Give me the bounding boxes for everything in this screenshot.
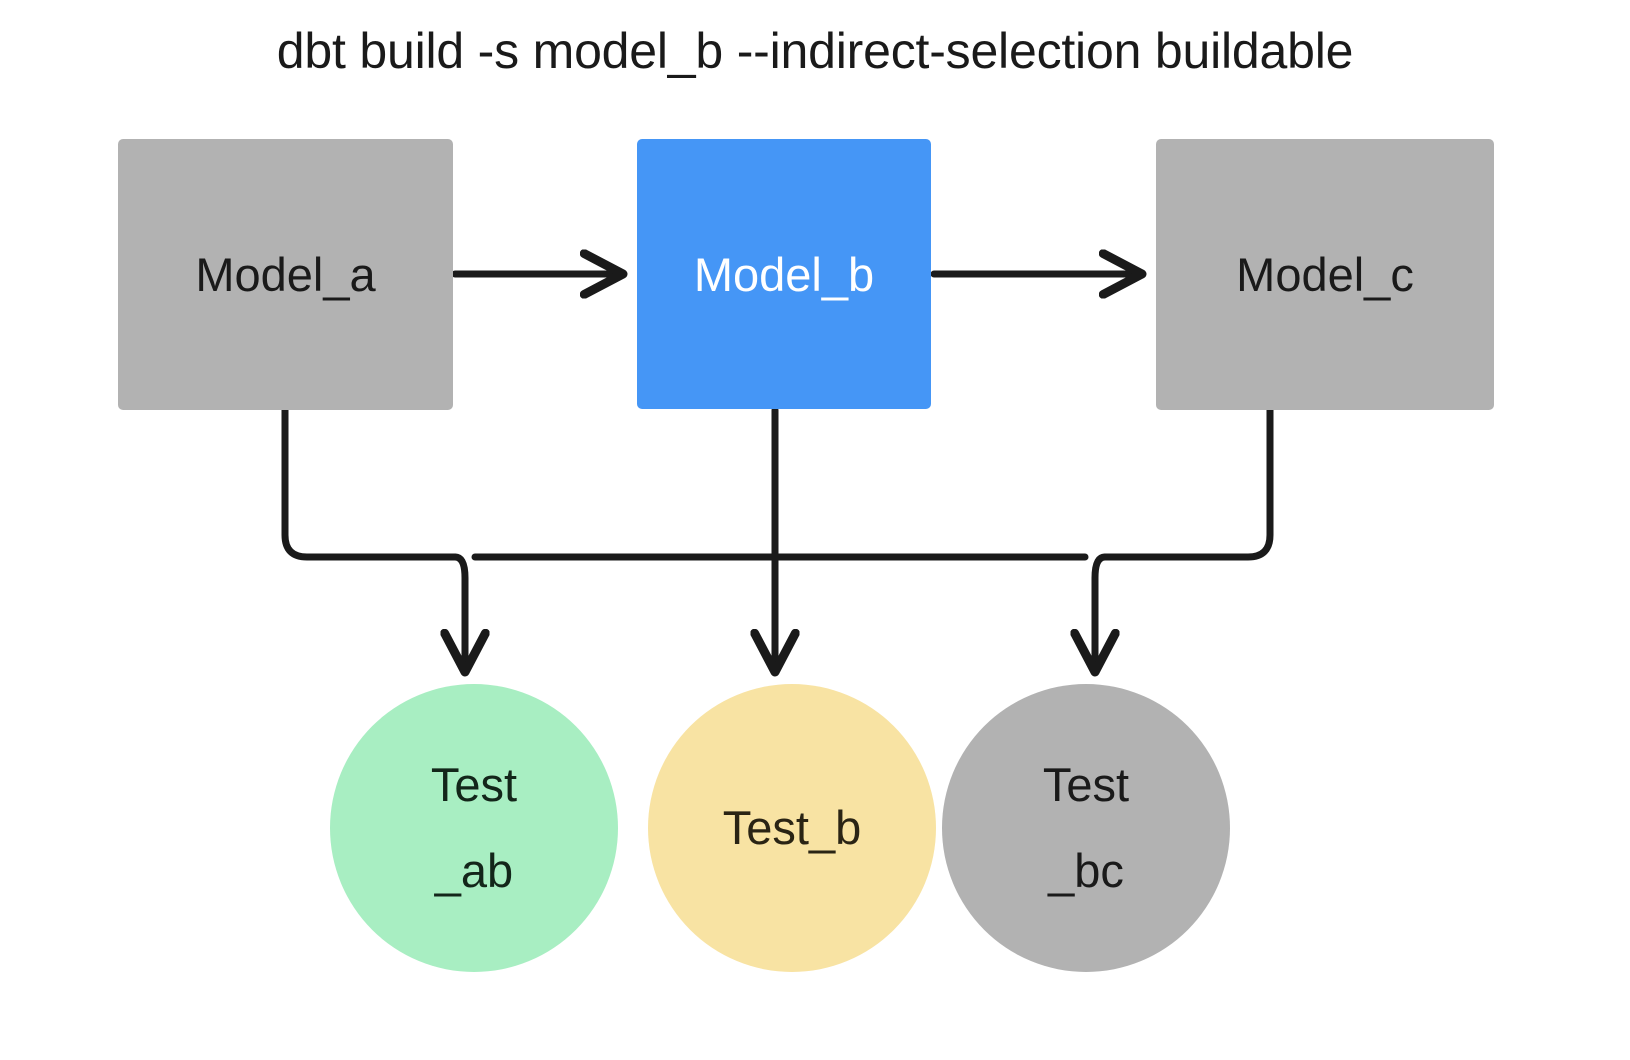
node-model-c[interactable]: Model_c [1156,139,1494,410]
node-test-ab-label-line2: _ab [434,844,514,897]
node-test-bc-label-line1: Test [1042,757,1130,811]
edge-branch-to-test-ab [455,553,465,672]
node-test-bc[interactable]: Test _bc [942,684,1230,972]
edge-model-a-to-bus [281,406,459,561]
node-test-ab-label-line1: Test [430,757,518,811]
node-model-b-label: Model_b [693,247,875,301]
node-test-b[interactable]: Test_b [648,684,936,972]
node-model-a-label: Model_a [195,248,376,301]
node-model-b[interactable]: Model_b [637,139,931,409]
node-test-b-label-line1: Test_b [722,800,862,854]
node-test-ab[interactable]: Test _ab [330,684,618,972]
diagram-title: dbt build -s model_b --indirect-selectio… [276,23,1354,79]
node-model-c-label: Model_c [1236,248,1414,301]
node-model-a[interactable]: Model_a [118,139,453,410]
edge-branch-to-test-bc [1095,553,1105,672]
edge-model-c-to-bus [1101,406,1274,561]
node-test-bc-label-line2: _bc [1048,844,1124,897]
